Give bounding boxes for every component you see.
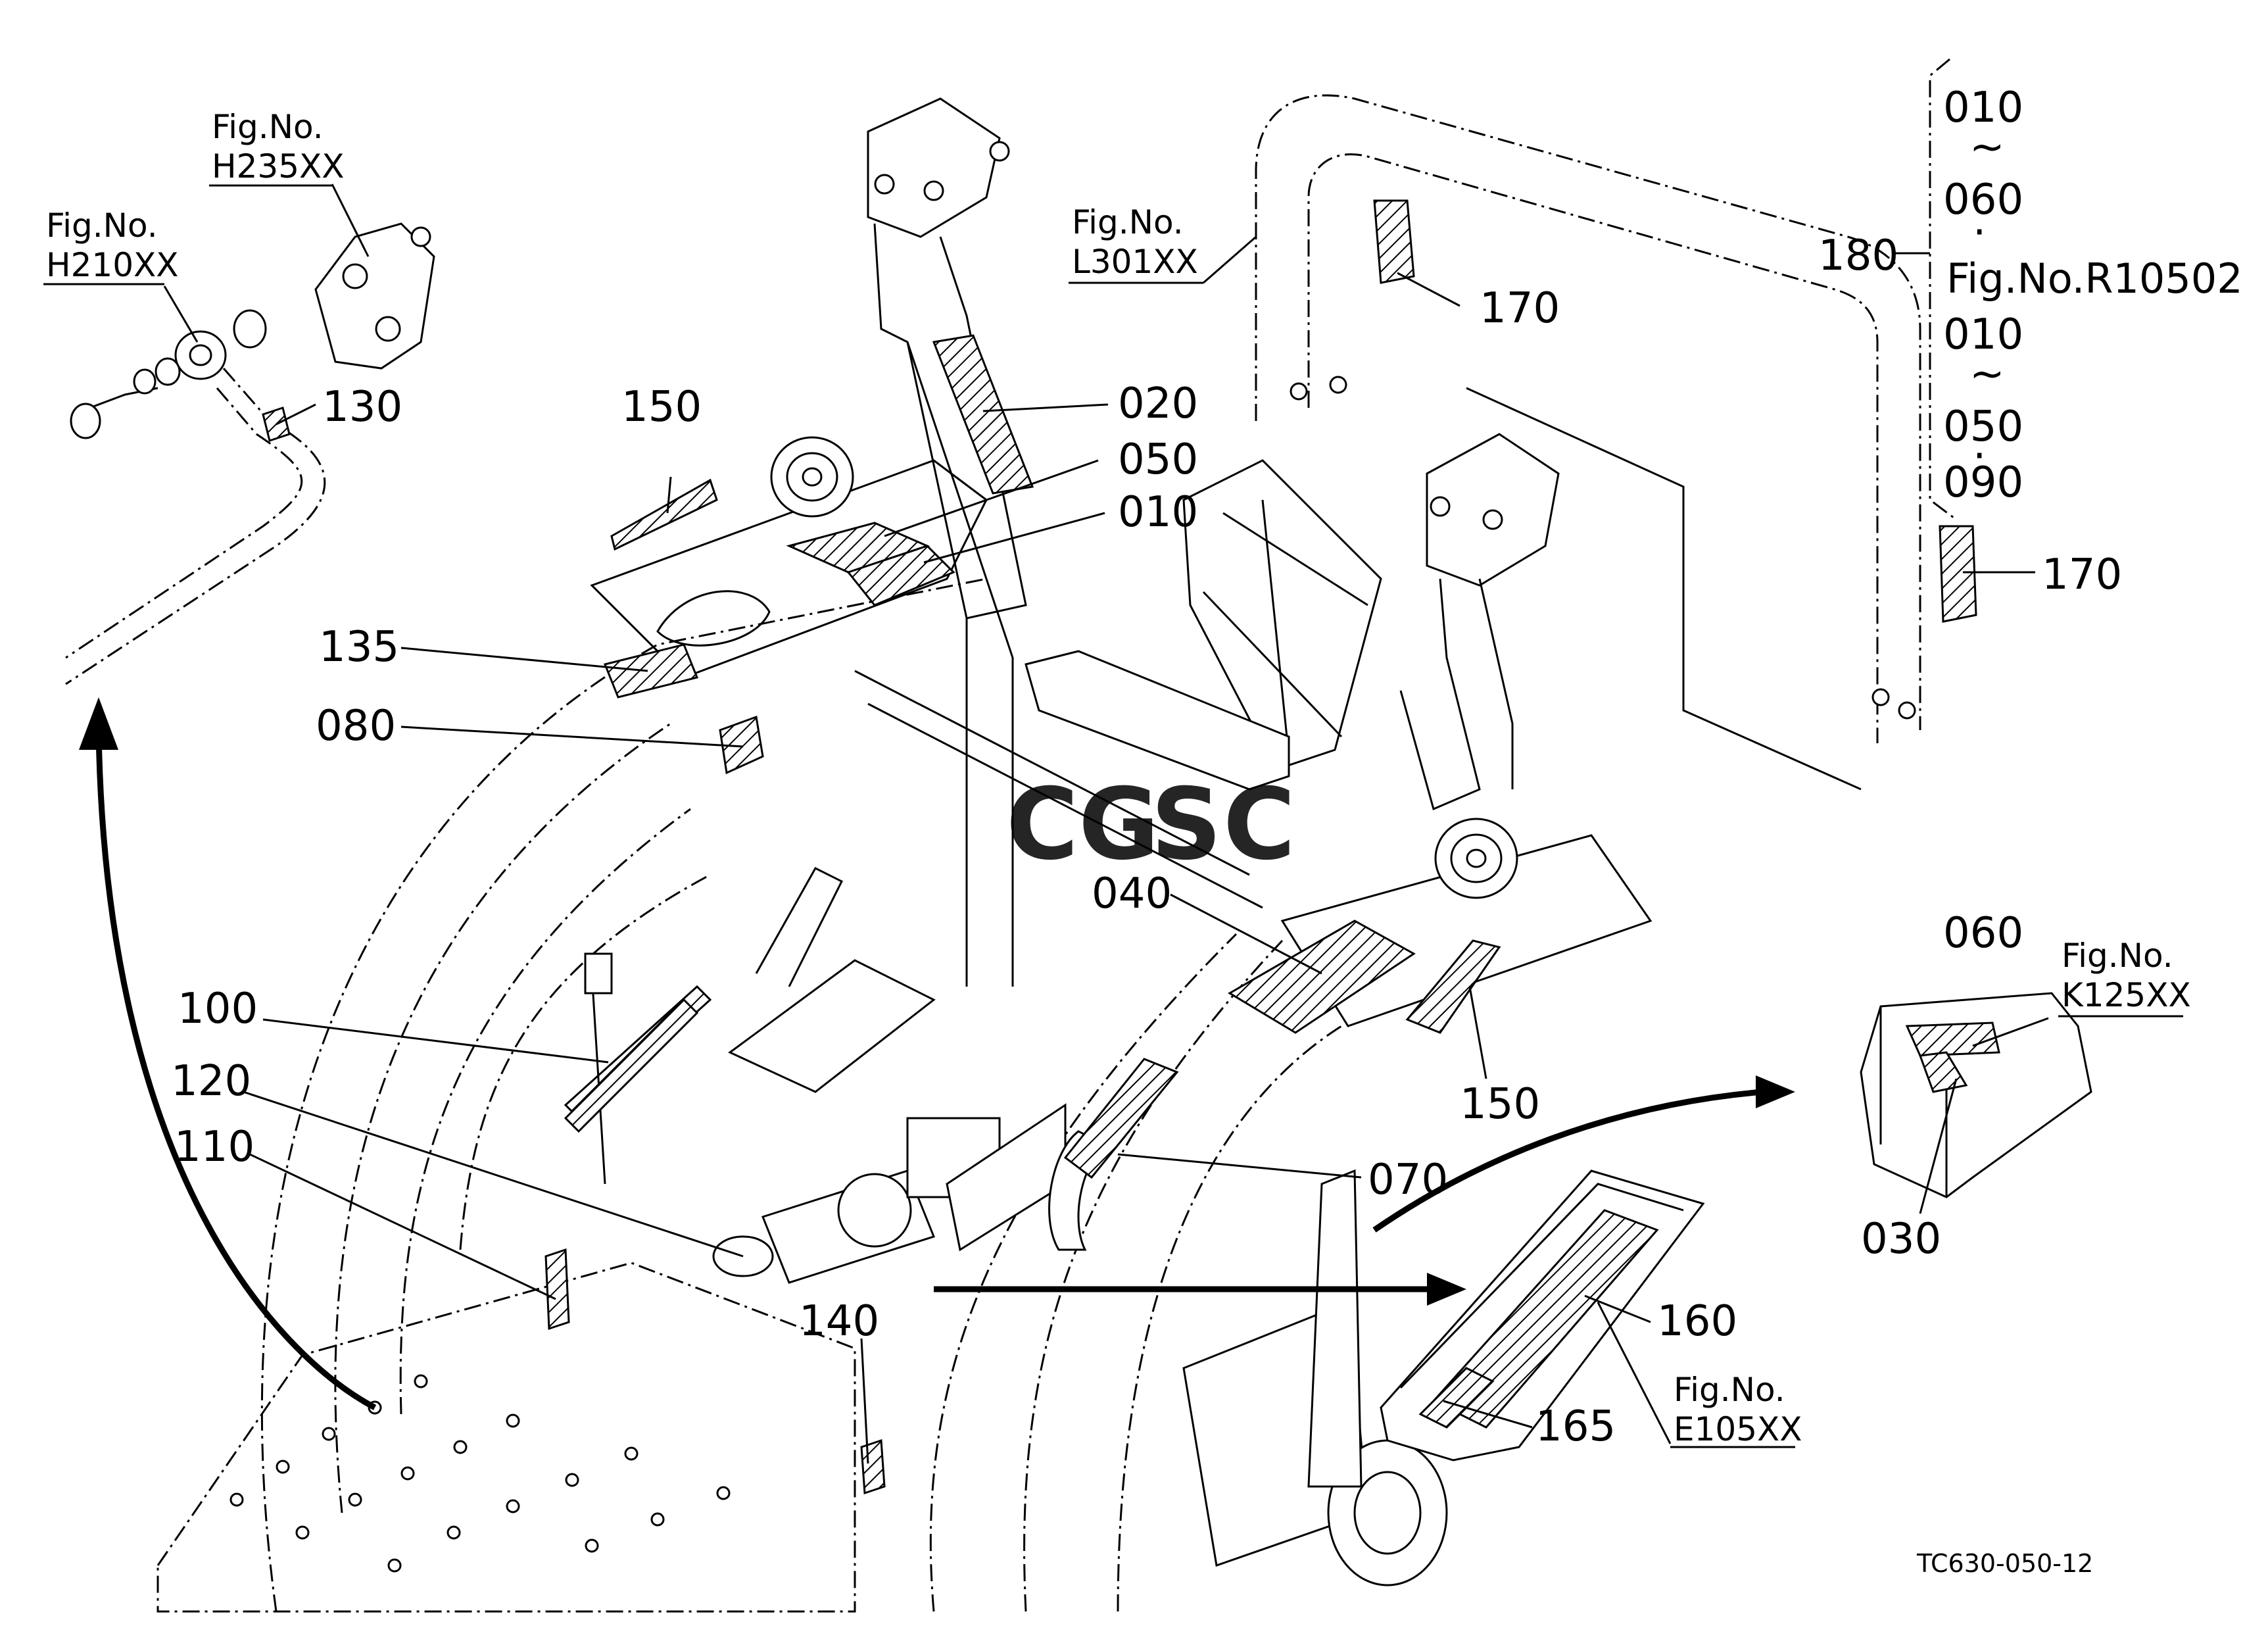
rops-upper-frame <box>1255 94 1921 791</box>
listing-fig-r10502: Fig.No.R10502 <box>1946 255 2243 303</box>
decal-020 <box>932 334 1034 495</box>
label-130: 130 <box>322 383 402 431</box>
label-060-k125: 060 <box>1943 909 2023 958</box>
callout-arrows <box>79 697 1795 1410</box>
seatbelt-retractor-right <box>1434 818 1518 899</box>
listing-dot-a: · <box>1973 209 1986 257</box>
label-030: 030 <box>1861 1215 1941 1264</box>
decal-040 <box>1228 920 1416 1034</box>
label-070: 070 <box>1368 1156 1448 1204</box>
rops-lower-post <box>867 97 1027 987</box>
figref-h235-prefix: Fig.No. <box>212 108 324 146</box>
listing-010-a: 010 <box>1943 84 2023 132</box>
fig-180-listing: 010 ~ 060 · Fig.No.R10502 010 ~ 050 · 09… <box>1943 84 2243 507</box>
decal-135 <box>603 643 699 699</box>
label-120: 120 <box>171 1057 251 1106</box>
decal-140 <box>860 1438 886 1495</box>
decal-170-top <box>1373 199 1415 284</box>
decals <box>262 199 2000 1495</box>
label-010: 010 <box>1118 488 1198 537</box>
cgsc-watermark: C G S C <box>1006 768 1295 882</box>
floor-plate-holes <box>229 1374 731 1573</box>
listing-010-b: 010 <box>1943 310 2023 359</box>
rops-right-post <box>1399 433 1560 811</box>
figref-l301: L301XX <box>1072 243 1198 281</box>
drawing-code: TC630-050-12 <box>1916 1549 2093 1578</box>
label-135: 135 <box>319 623 399 672</box>
hydraulic-fitting <box>65 222 435 685</box>
figref-h210: H210XX <box>46 246 179 284</box>
decal-070 <box>1063 1058 1179 1179</box>
figure-references: Fig.No. H235XX Fig.No. H210XX Fig.No. L3… <box>43 108 2191 1448</box>
listing-tilde-a: ~ <box>1969 123 2005 172</box>
listing-tilde-b: ~ <box>1969 350 2005 399</box>
label-110: 110 <box>174 1123 254 1171</box>
watermark-letter-3: S <box>1151 768 1222 882</box>
label-150-top: 150 <box>621 383 702 431</box>
figref-k125: K125XX <box>2062 976 2191 1014</box>
label-170-top: 170 <box>1480 284 1560 333</box>
decal-170-right <box>1939 525 1977 623</box>
label-140: 140 <box>799 1297 879 1346</box>
figref-e105: E105XX <box>1674 1410 1802 1448</box>
decal-165 <box>1418 1367 1495 1429</box>
label-160: 160 <box>1657 1297 1737 1346</box>
label-020: 020 <box>1118 380 1198 428</box>
decal-110 <box>544 1248 570 1331</box>
listing-dot-b: · <box>1973 432 1986 481</box>
seatbelt-retractor-left <box>770 436 854 518</box>
label-050: 050 <box>1118 435 1198 484</box>
label-180: 180 <box>1818 232 1898 280</box>
figref-l301-prefix: Fig.No. <box>1072 203 1184 241</box>
decal-150-bot <box>1405 939 1501 1034</box>
label-150-bot: 150 <box>1460 1080 1540 1129</box>
decal-150-top <box>610 478 718 551</box>
label-100: 100 <box>178 985 258 1033</box>
decal-160 <box>1432 1209 1659 1429</box>
label-170-right: 170 <box>2042 551 2122 599</box>
listing-090: 090 <box>1943 458 2023 507</box>
watermark-letter-4: C <box>1223 768 1295 882</box>
figref-k125-prefix: Fig.No. <box>2062 937 2173 975</box>
decal-080 <box>719 715 764 775</box>
decal-060 <box>1905 1021 2000 1057</box>
leader-lines <box>163 184 2049 1464</box>
listing-060: 060 <box>1943 176 2023 224</box>
seat <box>1025 459 1382 791</box>
watermark-letter-1: C <box>1006 768 1078 882</box>
part-labels: 020 050 010 150 135 080 130 170 170 040 … <box>171 232 2122 1451</box>
fig-180-bracket <box>1894 58 1957 521</box>
decal-100 <box>564 998 699 1133</box>
label-080: 080 <box>316 702 396 750</box>
figref-e105-prefix: Fig.No. <box>1674 1371 1785 1409</box>
label-165: 165 <box>1535 1402 1616 1451</box>
watermark-letter-2: G <box>1078 768 1159 882</box>
label-040: 040 <box>1092 870 1172 918</box>
figref-h235: H235XX <box>212 147 345 185</box>
figref-h210-prefix: Fig.No. <box>46 207 158 245</box>
listing-050: 050 <box>1943 403 2023 451</box>
